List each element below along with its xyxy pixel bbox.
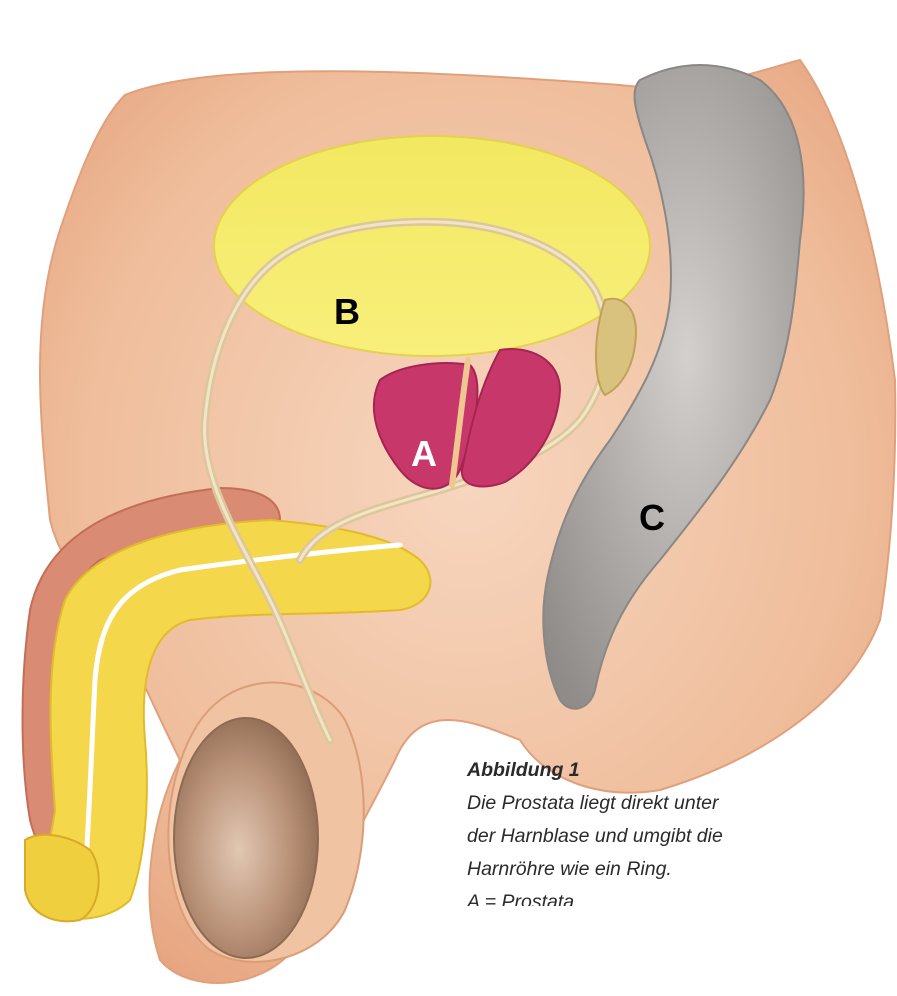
- glans: [25, 835, 99, 921]
- bladder: [214, 136, 650, 356]
- figure-caption: Abbildung 1 Die Prostata liegt direkt un…: [467, 754, 887, 906]
- label-prostate: A: [411, 433, 437, 474]
- caption-line: Die Prostata liegt direkt unter: [467, 787, 887, 820]
- label-bladder: B: [334, 291, 360, 332]
- caption-title: Abbildung 1: [467, 754, 887, 787]
- label-rectum: C: [639, 497, 665, 538]
- caption-line: Harnröhre wie ein Ring.: [467, 853, 887, 886]
- caption-line: der Harnblase und umgibt die: [467, 820, 887, 853]
- caption-line: A = Prostata: [467, 886, 887, 906]
- testis: [174, 718, 318, 958]
